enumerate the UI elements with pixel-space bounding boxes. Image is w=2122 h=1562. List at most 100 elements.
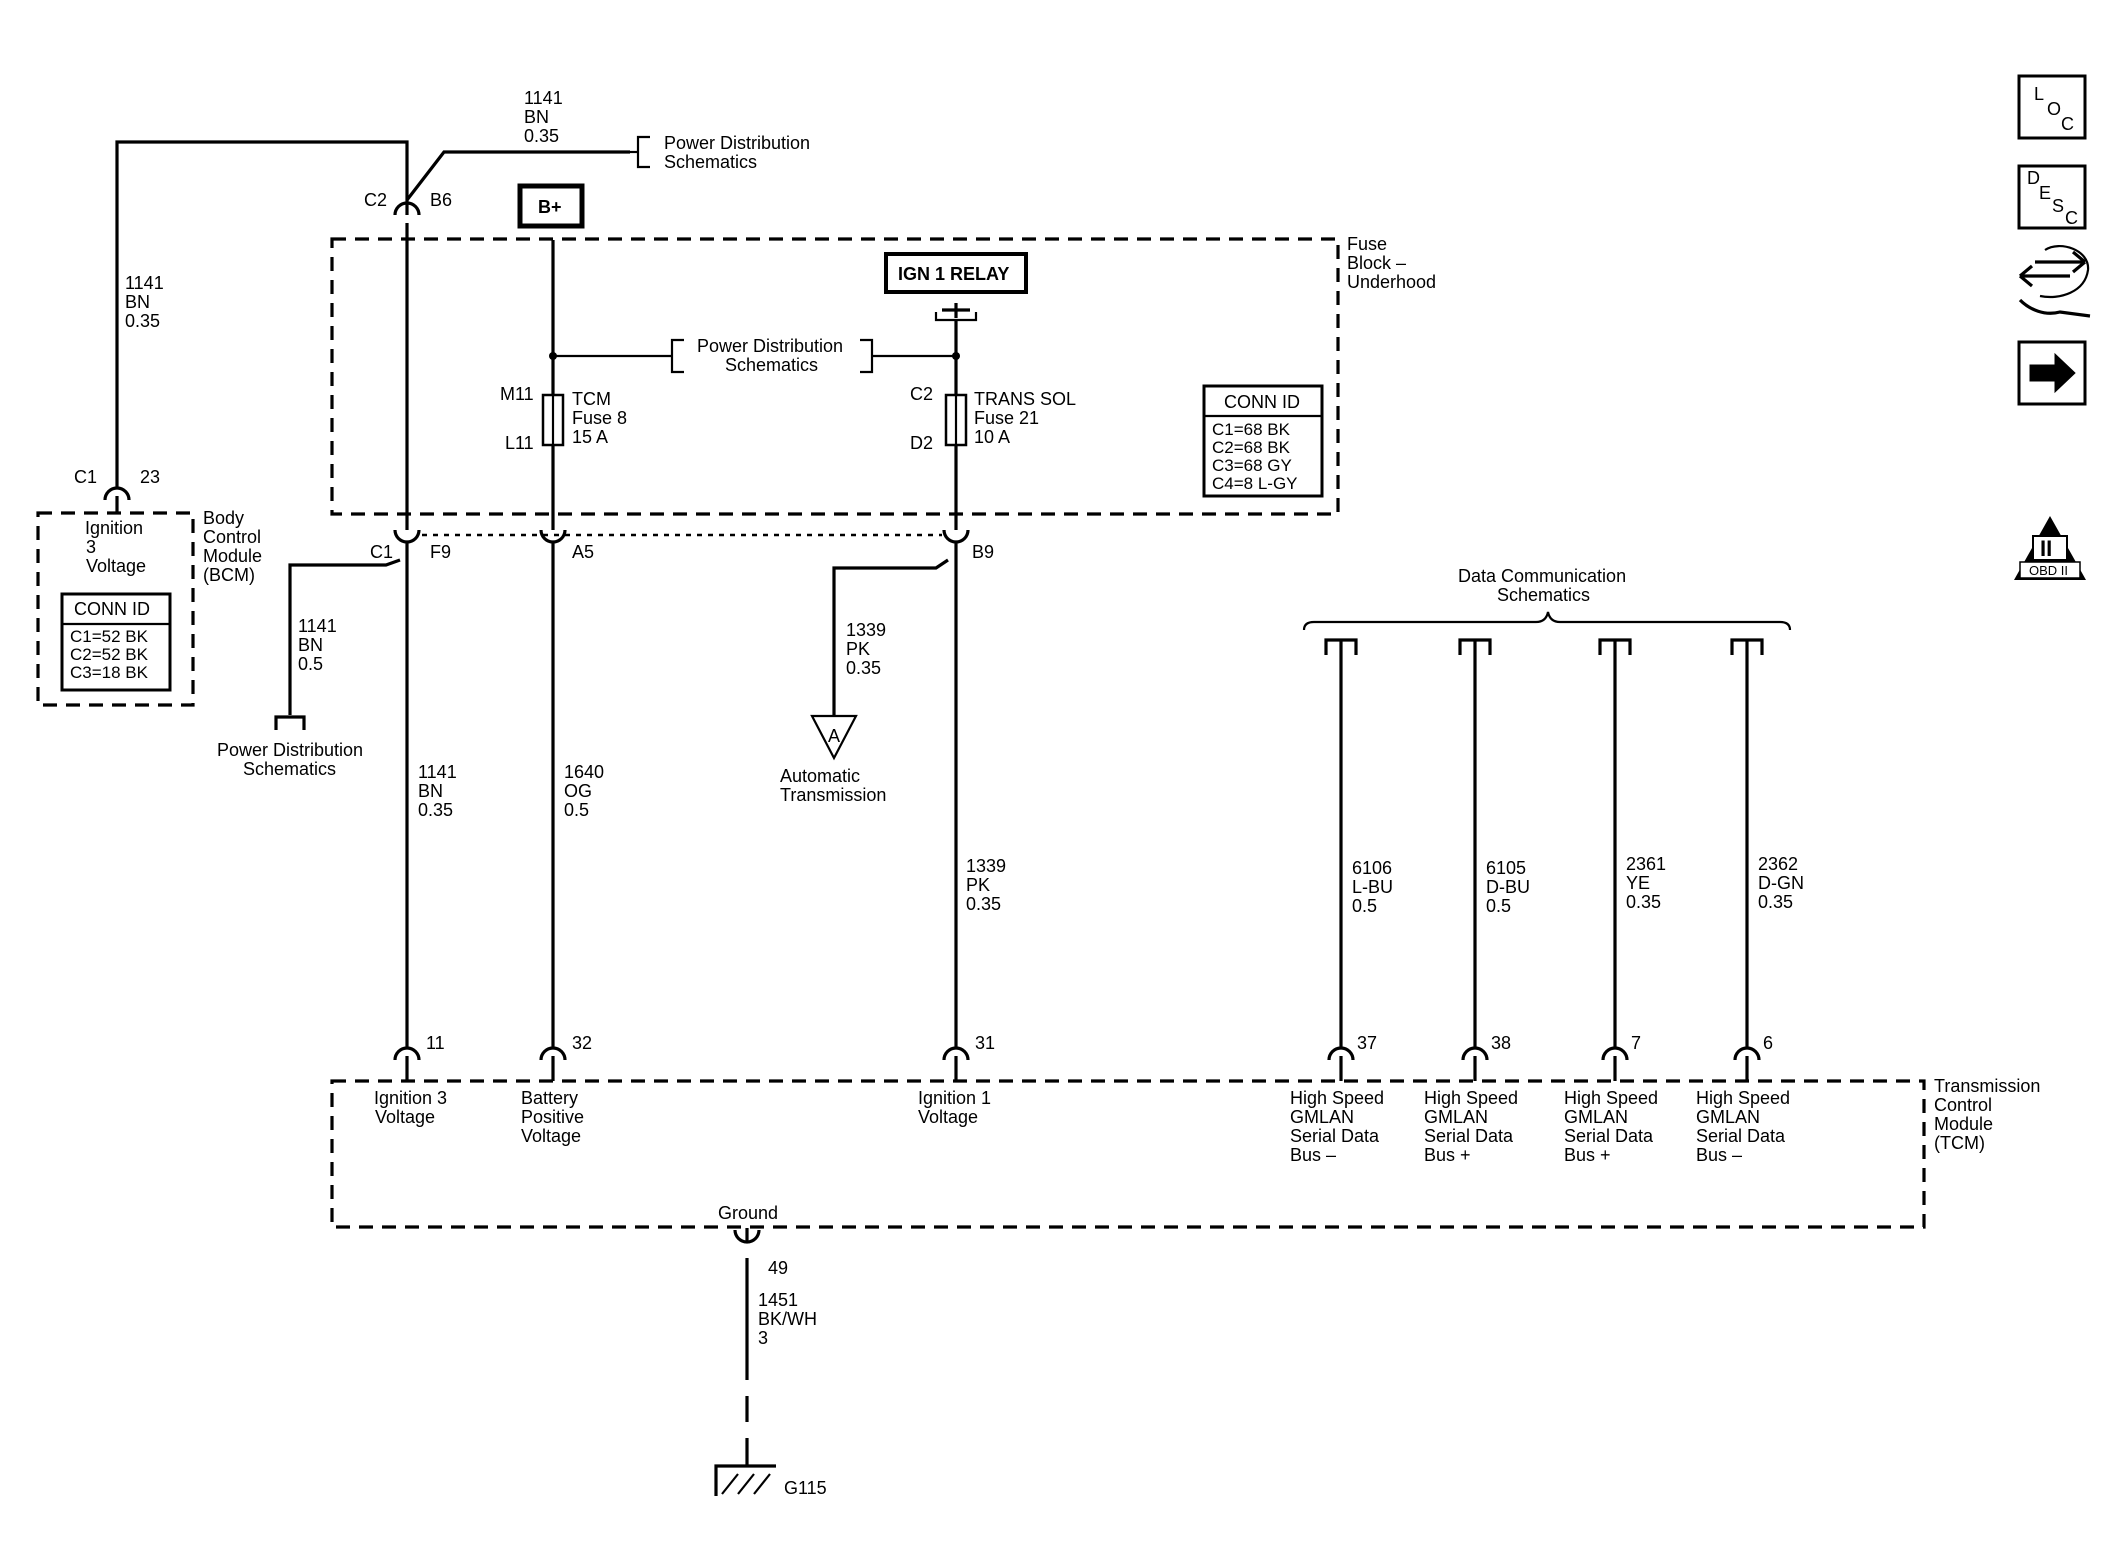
- tcm-batt-3: Voltage: [521, 1126, 581, 1146]
- obd-ii-icon[interactable]: II OBD II: [2014, 516, 2086, 580]
- fuse-trans-bot-pin: D2: [910, 433, 933, 453]
- wire-1141-top-size: 0.35: [524, 126, 559, 146]
- pd-top-line-1: Power Distribution: [664, 133, 810, 153]
- wire-2361-num: 2361: [1626, 854, 1666, 874]
- conn-f9-label: F9: [430, 542, 451, 562]
- bcm-label-4: (BCM): [203, 565, 255, 585]
- tcm-hs4-3: Serial Data: [1696, 1126, 1786, 1146]
- data-comm-line-1: Data Communication: [1458, 566, 1626, 586]
- wire-1141-top-num: 1141: [524, 88, 563, 108]
- bcm-pin-label-3: Voltage: [86, 556, 146, 576]
- tcm-hs3-2: GMLAN: [1564, 1107, 1628, 1127]
- bcm-pin-label-1: Ignition: [85, 518, 143, 538]
- tcm-hs1-4: Bus –: [1290, 1145, 1336, 1165]
- wire-2361-size: 0.35: [1626, 892, 1661, 912]
- fuse-conn-row-3: C3=68 GY: [1212, 456, 1292, 475]
- tcm-hs4-2: GMLAN: [1696, 1107, 1760, 1127]
- tcm-pin-38: 38: [1491, 1033, 1511, 1053]
- tcm-pin-37: 37: [1357, 1033, 1377, 1053]
- tcm-hs2-2: GMLAN: [1424, 1107, 1488, 1127]
- conn-c1-label: C1: [370, 542, 393, 562]
- tcm-pin-32: 32: [572, 1033, 592, 1053]
- tcm-pin-7: 7: [1631, 1033, 1641, 1053]
- loc-letter-c: C: [2061, 114, 2074, 134]
- tcm-ign3-1: Ignition 3: [374, 1088, 447, 1108]
- desc-letter-c: C: [2065, 208, 2078, 228]
- wire-6106-size: 0.5: [1352, 896, 1377, 916]
- tcm-pin-6: 6: [1763, 1033, 1773, 1053]
- auto-trans-line-2: Transmission: [780, 785, 886, 805]
- wire-1141-main-size: 0.35: [418, 800, 453, 820]
- ground-label: Ground: [718, 1203, 778, 1223]
- tcm-pins: [393, 1046, 1761, 1081]
- tcm-hs2-4: Bus +: [1424, 1145, 1471, 1165]
- next-page-button[interactable]: [2017, 340, 2087, 406]
- offpage-a: A: [828, 726, 840, 746]
- fuse-tcm-label-3: 15 A: [572, 427, 608, 447]
- wire-1339-b-color: PK: [966, 875, 990, 895]
- gmlan-wires: [1324, 638, 1764, 1048]
- obd-mark: II: [2040, 536, 2052, 561]
- tcm-hs4-4: Bus –: [1696, 1145, 1742, 1165]
- wire-1141-top-color: BN: [524, 107, 549, 127]
- ground-symbol: [714, 1464, 776, 1496]
- wire-2361-color: YE: [1626, 873, 1650, 893]
- wire-6105-size: 0.5: [1486, 896, 1511, 916]
- ground-pin: 49: [768, 1258, 788, 1278]
- wire-1640-size: 0.5: [564, 800, 589, 820]
- pd-low-line-2: Schematics: [243, 759, 336, 779]
- auto-trans-line-1: Automatic: [780, 766, 860, 786]
- tcm-pin-11: 11: [426, 1033, 445, 1053]
- wire-6105-num: 6105: [1486, 858, 1526, 878]
- bcm-pin-label-2: 3: [86, 537, 96, 557]
- fuse-trans-label-2: Fuse 21: [974, 408, 1039, 428]
- service-procedures-icon[interactable]: [2018, 245, 2091, 318]
- fuse-conn-row-2: C2=68 BK: [1212, 438, 1291, 457]
- tcm-module: Transmission Control Module (TCM): [330, 1076, 2040, 1229]
- tcm-batt-1: Battery: [521, 1088, 578, 1108]
- tcm-hs2-3: Serial Data: [1424, 1126, 1514, 1146]
- fuse-trans-label-1: TRANS SOL: [974, 389, 1076, 409]
- tcm-ign1-1: Ignition 1: [918, 1088, 991, 1108]
- tcm-hs2-1: High Speed: [1424, 1088, 1518, 1108]
- conn-b6-label: B6: [430, 190, 452, 210]
- wire-1141-left-size: 0.35: [125, 311, 160, 331]
- wire-1640-num: 1640: [564, 762, 604, 782]
- desc-button[interactable]: D E S C: [2017, 164, 2087, 230]
- wire-1141-main-num: 1141: [418, 762, 457, 782]
- conn-c2-label: C2: [364, 190, 387, 210]
- tcm-hs4-1: High Speed: [1696, 1088, 1790, 1108]
- loc-letter-o: O: [2047, 99, 2061, 119]
- bcm-label-1: Body: [203, 508, 244, 528]
- bcm-conn: C1: [74, 467, 97, 487]
- tcm-batt-2: Positive: [521, 1107, 584, 1127]
- fuse-trans-top-pin: C2: [910, 384, 933, 404]
- fuse-conn-row-1: C1=68 BK: [1212, 420, 1291, 439]
- fuse-conn-title: CONN ID: [1224, 392, 1300, 412]
- wire-1141-left-color: BN: [125, 292, 150, 312]
- wire-2362-color: D-GN: [1758, 873, 1804, 893]
- desc-letter-s: S: [2052, 196, 2064, 216]
- loc-button[interactable]: L O C: [2017, 74, 2087, 140]
- fuse-tcm-label-1: TCM: [572, 389, 611, 409]
- wire-1141-05-num: 1141: [298, 616, 337, 636]
- tcm-hs3-3: Serial Data: [1564, 1126, 1654, 1146]
- ign-relay-label: IGN 1 RELAY: [898, 264, 1009, 284]
- fuse-block-label-2: Block –: [1347, 253, 1406, 273]
- tcm-hs3-4: Bus +: [1564, 1145, 1611, 1165]
- wire-1141-left-num: 1141: [125, 273, 164, 293]
- bcm-conn-row-2: C2=52 BK: [70, 645, 149, 664]
- wire-1640-color: OG: [564, 781, 592, 801]
- desc-letter-d: D: [2027, 168, 2040, 188]
- wire-6106-color: L-BU: [1352, 877, 1393, 897]
- tcm-label-2: Control: [1934, 1095, 1992, 1115]
- tcm-hs1-1: High Speed: [1290, 1088, 1384, 1108]
- desc-letter-e: E: [2039, 183, 2051, 203]
- bcm-module: Body Control Module (BCM) Ignition 3 Vol…: [36, 467, 262, 707]
- fuse-tcm-label-2: Fuse 8: [572, 408, 627, 428]
- tcm-ign1-2: Voltage: [918, 1107, 978, 1127]
- bcm-conn-title: CONN ID: [74, 599, 150, 619]
- conn-b9-label: B9: [972, 542, 994, 562]
- tcm-ign3-2: Voltage: [375, 1107, 435, 1127]
- wire-6105-color: D-BU: [1486, 877, 1530, 897]
